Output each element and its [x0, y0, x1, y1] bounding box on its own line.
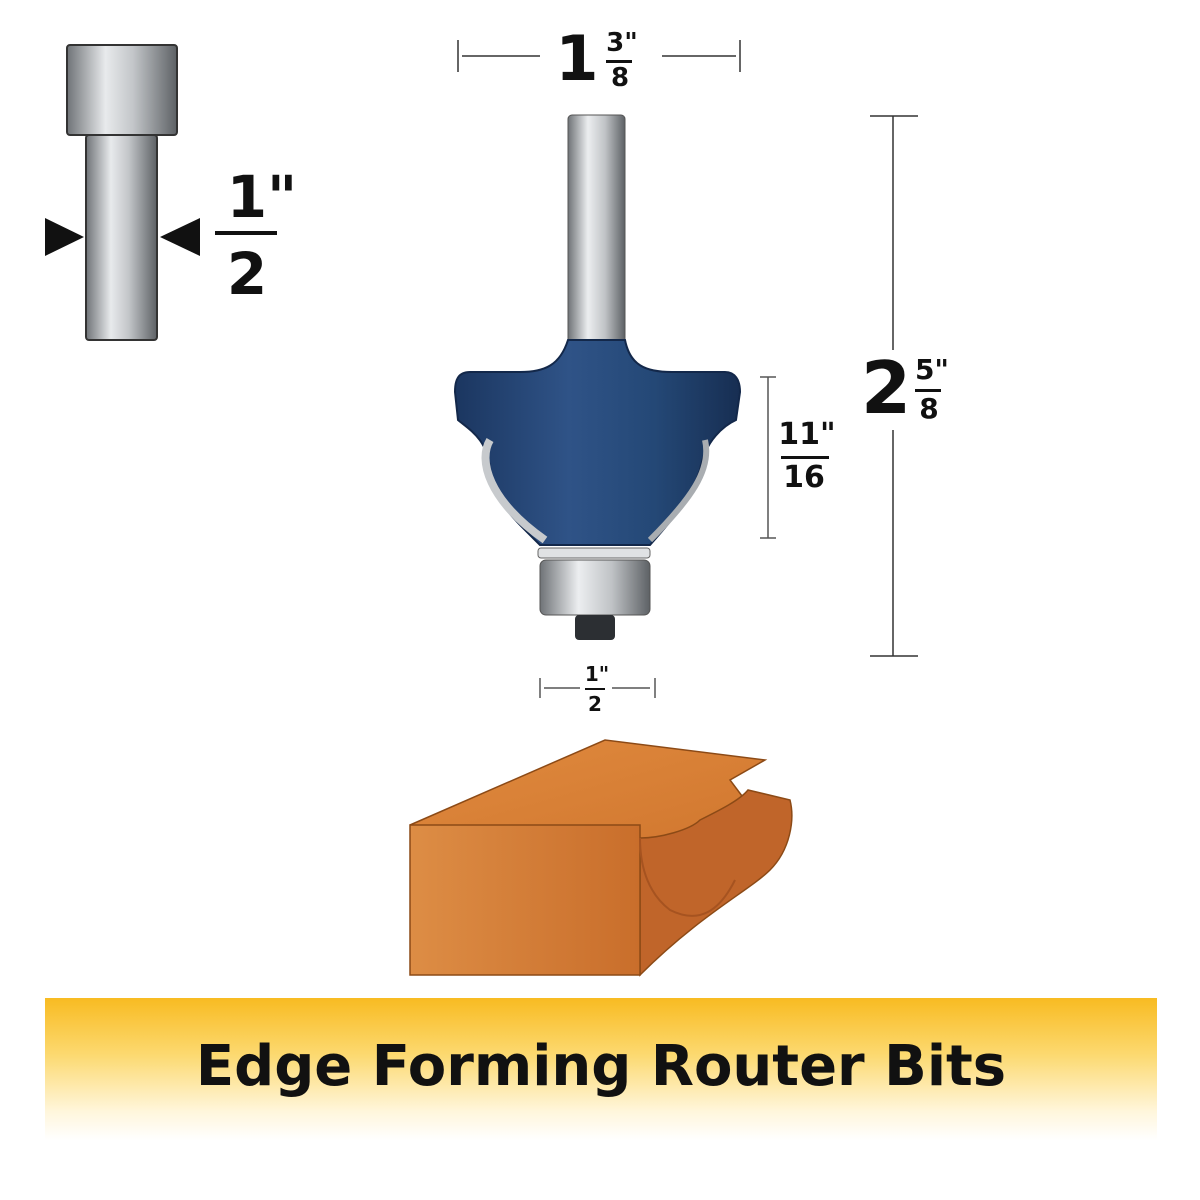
- cutter-body: [453, 339, 742, 546]
- washer: [537, 547, 651, 559]
- bearing-denominator: 2: [588, 692, 602, 716]
- width-numerator: 3": [606, 28, 638, 58]
- cutting-length-dimension-line: [760, 376, 776, 539]
- length-denominator: 8: [919, 392, 939, 425]
- arrow-right-icon: [45, 218, 84, 256]
- width-whole: 1: [555, 22, 599, 95]
- banner-title: Edge Forming Router Bits: [195, 1033, 1007, 1099]
- fraction-bar: [781, 456, 829, 459]
- length-numerator: 5": [914, 353, 950, 386]
- bearing: [539, 559, 651, 616]
- cutting-length-numerator: 11": [778, 417, 836, 452]
- wood-profile-sample: [409, 739, 793, 977]
- shank-size-denominator: 2: [226, 240, 268, 308]
- shank-shape: [85, 134, 158, 341]
- bearing-screw: [575, 615, 615, 640]
- fraction-bar: [915, 389, 941, 392]
- width-dimension-line: [457, 40, 741, 72]
- arrow-left-icon: [160, 218, 200, 256]
- overall-length-dimension-line: [870, 115, 918, 657]
- bearing-dimension-line: [539, 678, 656, 698]
- title-banner: Edge Forming Router Bits: [45, 998, 1157, 1140]
- fraction-bar: [606, 60, 632, 63]
- fraction-bar: [215, 231, 277, 235]
- fraction-bar: [585, 688, 605, 690]
- bearing-numerator: 1": [584, 662, 610, 686]
- carbide-edge: [481, 437, 548, 544]
- shank-diagram: [45, 44, 200, 341]
- router-bit-illustration: [453, 40, 918, 698]
- cutting-length-denominator: 16: [783, 460, 825, 495]
- width-denominator: 8: [610, 63, 630, 93]
- shank-size-numerator: 1": [226, 163, 298, 231]
- length-whole: 2: [860, 346, 912, 430]
- bit-shank: [567, 114, 626, 351]
